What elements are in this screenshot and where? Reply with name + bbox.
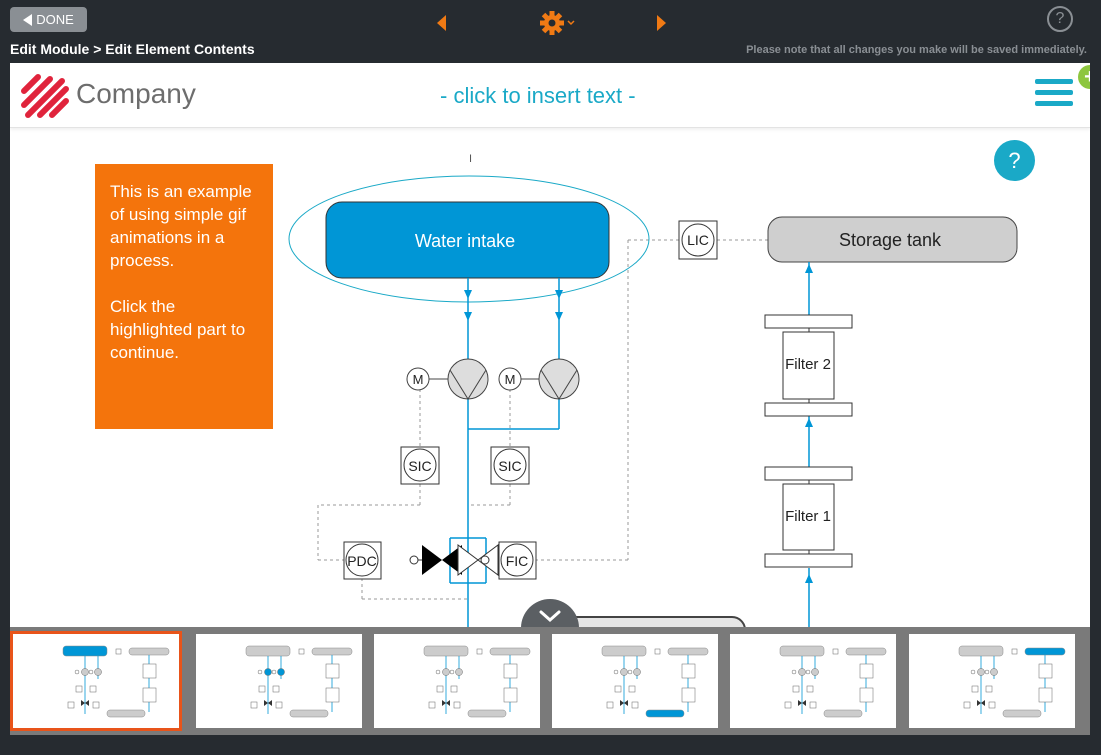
- pdc-label: PDC: [347, 553, 377, 569]
- company-name: Company: [76, 78, 196, 109]
- thumbnail-2[interactable]: [196, 634, 362, 728]
- top-toolbar: DONE ? Edit Module > Edit Element Conten…: [0, 0, 1101, 63]
- company-logo-icon: [21, 74, 69, 118]
- water-intake-label: Water intake: [415, 231, 515, 251]
- done-button[interactable]: DONE: [10, 7, 87, 32]
- slide-header: Company - click to insert text -: [10, 63, 1090, 128]
- fic-label: FIC: [506, 553, 529, 569]
- menu-icon[interactable]: [1035, 79, 1073, 111]
- gear-icon[interactable]: [540, 10, 580, 38]
- motor1-label: M: [413, 372, 424, 387]
- bottom-bar: [0, 735, 1101, 755]
- thumbnail-6[interactable]: [909, 634, 1075, 728]
- diagram-marker: I: [469, 153, 472, 165]
- done-label: DONE: [36, 12, 74, 27]
- sic2-label: SIC: [498, 458, 521, 474]
- sic1-label: SIC: [408, 458, 431, 474]
- motor2-label: M: [505, 372, 516, 387]
- previous-arrow-icon[interactable]: [437, 15, 446, 31]
- thumbnail-5[interactable]: [730, 634, 896, 728]
- slide-help-button[interactable]: ?: [994, 140, 1035, 181]
- lic-label: LIC: [687, 232, 709, 248]
- storage-tank-label: Storage tank: [839, 230, 942, 250]
- thumbnail-preview: [779, 645, 887, 718]
- autosave-note: Please note that all changes you make wi…: [746, 44, 1087, 56]
- filter1-label: Filter 1: [785, 508, 831, 525]
- thumbnail-preview: [62, 645, 170, 718]
- insert-text-placeholder[interactable]: - click to insert text -: [440, 83, 636, 108]
- thumbnail-preview: [601, 645, 709, 718]
- slide-stage: Company - click to insert text - + I: [10, 63, 1090, 627]
- next-arrow-icon[interactable]: [657, 15, 666, 31]
- breadcrumb: Edit Module > Edit Element Contents: [10, 41, 255, 57]
- thumbnail-4[interactable]: [552, 634, 718, 728]
- chevron-down-icon: [567, 20, 575, 26]
- thumbnail-preview: [245, 645, 353, 718]
- thumbnail-strip: [10, 627, 1090, 735]
- chevron-down-icon: [539, 610, 561, 623]
- info-callout: This is an example of using simple gif a…: [95, 164, 273, 429]
- info-text-1: This is an example of using simple gif a…: [110, 182, 252, 270]
- thumbnail-preview: [423, 645, 531, 718]
- process-diagram: I Water intake: [288, 153, 1018, 627]
- thumbnail-3[interactable]: [374, 634, 540, 728]
- back-arrow-icon: [23, 13, 33, 26]
- thumbnail-preview: [958, 645, 1066, 718]
- help-button[interactable]: ?: [1047, 6, 1073, 32]
- info-text-2: Click the highlighted part to continue.: [110, 297, 246, 362]
- thumbnail-1[interactable]: [10, 631, 182, 731]
- add-comment-icon[interactable]: +: [1078, 65, 1090, 89]
- filter2-label: Filter 2: [785, 356, 831, 373]
